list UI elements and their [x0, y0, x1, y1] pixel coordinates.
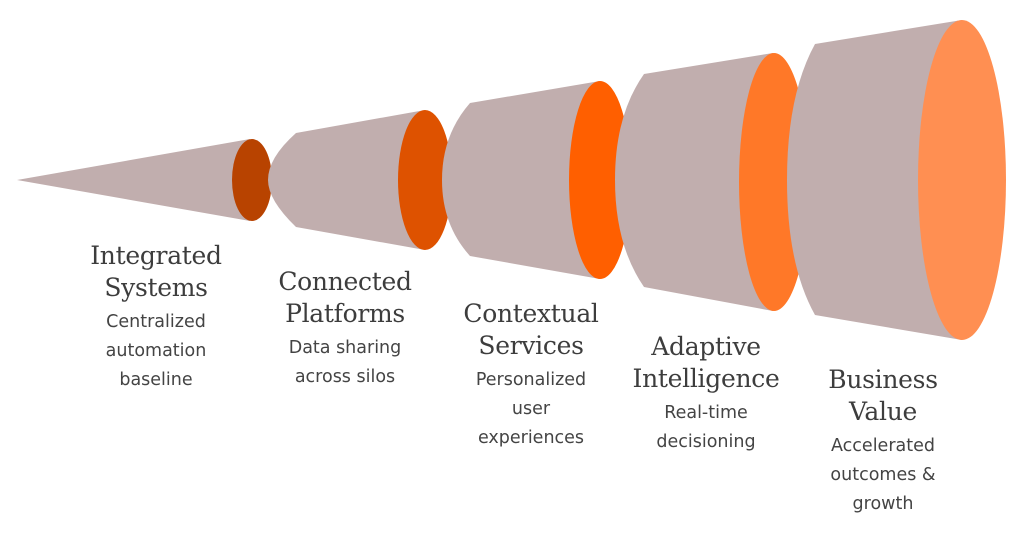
- stage-5-label: Business Value Accelerated outcomes & gr…: [783, 364, 983, 519]
- stage-5-face: [918, 20, 1006, 340]
- stage-5-title-line: Business: [828, 365, 938, 394]
- stage-3-label: Contextual Services Personalized user ex…: [431, 298, 631, 453]
- stage-3-title: Contextual Services: [431, 298, 631, 362]
- stage-2-title-line: Platforms: [285, 299, 405, 328]
- stage-5-title-line: Value: [848, 397, 918, 426]
- stage-2-face: [398, 110, 452, 250]
- stage-2-desc-line: across silos: [294, 367, 396, 387]
- stage-1-face: [232, 139, 272, 221]
- stage-5-description: Accelerated outcomes & growth: [783, 432, 983, 519]
- stage-4-label: Adaptive Intelligence Real-time decision…: [606, 331, 806, 457]
- stage-3-body: [442, 81, 600, 279]
- stage-2-body: [268, 110, 425, 250]
- stage-4-description: Real-time decisioning: [606, 399, 806, 457]
- stage-2-label: Connected Platforms Data sharing across …: [245, 266, 445, 392]
- stage-3-desc-line: experiences: [477, 428, 585, 448]
- stage-5-title: Business Value: [783, 364, 983, 428]
- stage-4-title: Adaptive Intelligence: [606, 331, 806, 395]
- stage-3-face: [569, 81, 631, 279]
- stage-5-desc-line: outcomes &: [830, 465, 936, 485]
- stage-5-desc-line: Accelerated: [831, 436, 935, 456]
- stage-4-title-line: Intelligence: [632, 364, 780, 393]
- stage-5-segment: [787, 20, 1006, 340]
- stage-1-desc-line: Centralized: [106, 312, 206, 332]
- stage-5-desc-line: growth: [852, 494, 914, 514]
- stage-4-segment: [615, 53, 809, 311]
- stage-2-title-line: Connected: [278, 267, 412, 296]
- stage-2-segment: [268, 110, 452, 250]
- stage-1-description: Centralized automation baseline: [56, 308, 256, 395]
- stage-2-description: Data sharing across silos: [245, 334, 445, 392]
- stage-1-desc-line: automation: [105, 341, 207, 361]
- stage-3-title-line: Services: [478, 331, 584, 360]
- stage-1-title-line: Integrated: [90, 241, 222, 270]
- stage-2-title: Connected Platforms: [245, 266, 445, 330]
- stage-4-body: [615, 53, 773, 311]
- stage-4-desc-line: Real-time: [664, 403, 748, 423]
- stage-1-label: Integrated Systems Centralized automatio…: [56, 240, 256, 395]
- stage-5-body: [787, 20, 962, 340]
- stage-3-description: Personalized user experiences: [431, 366, 631, 453]
- stage-1-title: Integrated Systems: [56, 240, 256, 304]
- stage-1-body: [17, 139, 250, 221]
- stage-3-segment: [442, 81, 631, 279]
- stage-3-desc-line: user: [511, 399, 551, 419]
- stage-2-desc-line: Data sharing: [288, 338, 402, 358]
- stage-4-title-line: Adaptive: [651, 332, 761, 361]
- stage-4-desc-line: decisioning: [656, 432, 756, 452]
- stage-1-title-line: Systems: [104, 273, 208, 302]
- stage-3-title-line: Contextual: [463, 299, 599, 328]
- stage-1-cone: [17, 139, 272, 221]
- stage-1-desc-line: baseline: [119, 370, 193, 390]
- stage-3-desc-line: Personalized: [475, 370, 587, 390]
